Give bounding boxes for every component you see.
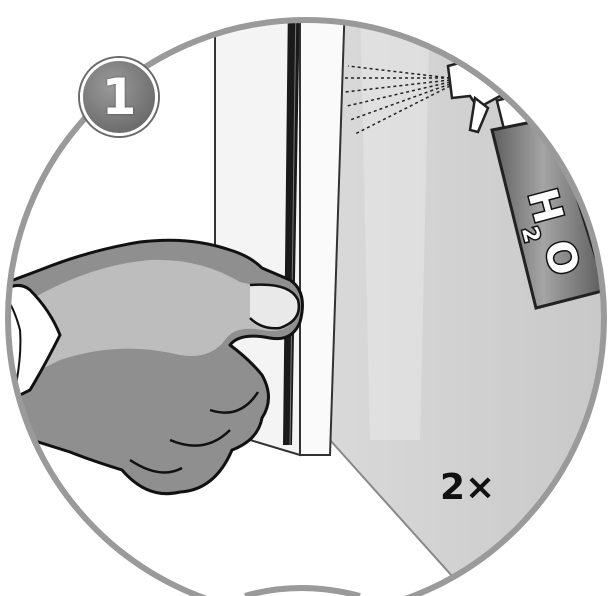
step-number-badge: 1	[80, 58, 158, 136]
step-number: 1	[102, 72, 137, 122]
repeat-count-label: 2×	[440, 470, 495, 506]
